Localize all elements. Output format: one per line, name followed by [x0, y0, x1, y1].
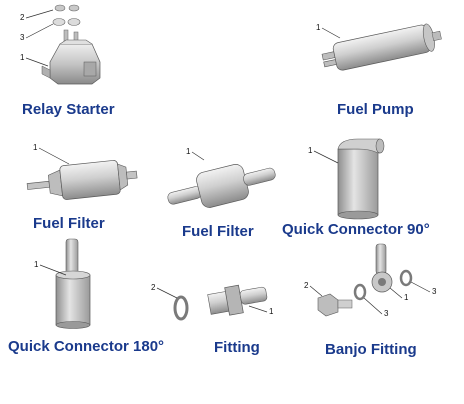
relay-washer-2: [67, 18, 81, 26]
relay-starter-caption: Relay Starter: [22, 101, 115, 118]
banjo-callout-3b: 3: [432, 287, 437, 296]
banjo-callout-1: 1: [404, 293, 409, 302]
fuel-filter-1-panel: 1: [15, 140, 140, 212]
relay-washer-1: [52, 18, 66, 26]
banjo-washer-1: [353, 283, 367, 301]
fuel-filter-2-drawing: 1: [167, 147, 276, 208]
fuel-pump-caption: Fuel Pump: [337, 101, 414, 118]
fuel-filter-2-panel: 1: [160, 140, 280, 215]
callout-2: 2: [20, 13, 25, 22]
fuel-pump-panel: 1: [300, 10, 450, 85]
fitting-washer: [173, 295, 189, 321]
fuel-pump-body: [332, 24, 432, 71]
qc90-body: [337, 148, 379, 216]
qc90-drawing: 1: [308, 138, 385, 220]
fuel-pump-drawing: 1: [316, 23, 442, 71]
qc180-drawing: 1: [34, 238, 91, 329]
fuel-filter-2-caption: Fuel Filter: [182, 223, 254, 240]
fuel-filter-2-callout-1: 1: [186, 147, 191, 156]
banjo-bolt: [317, 293, 339, 317]
relay-starter-panel: 2 3 1: [0, 0, 150, 100]
relay-nut-1: [54, 4, 66, 12]
fuel-filter-1-body: [59, 160, 121, 200]
qc90-panel: 1: [300, 135, 400, 220]
callout-1: 1: [20, 53, 25, 62]
qc90-callout-1: 1: [308, 146, 313, 155]
fitting-callout-2: 2: [151, 283, 156, 292]
relay-starter-drawing: 2 3 1: [20, 4, 101, 85]
relay-nut-2: [68, 4, 80, 12]
fuel-filter-2-body: [196, 164, 249, 208]
fitting-drawing: 2 1: [151, 283, 274, 321]
fuel-filter-1-caption: Fuel Filter: [33, 215, 105, 232]
callout-3: 3: [20, 33, 25, 42]
fuel-pump-callout-1: 1: [316, 23, 321, 32]
banjo-caption: Banjo Fitting: [325, 341, 417, 358]
qc180-panel: 1: [30, 235, 110, 330]
banjo-washer-2: [399, 269, 413, 287]
fuel-filter-1-callout-1: 1: [33, 143, 38, 152]
fitting-panel: 2 1: [145, 270, 285, 330]
qc180-callout-1: 1: [34, 260, 39, 269]
qc90-caption: Quick Connector 90°: [282, 221, 430, 238]
banjo-callout-2: 2: [304, 281, 309, 290]
banjo-drawing: 2 3 3 1: [304, 243, 437, 318]
fitting-callout-1: 1: [269, 307, 274, 316]
banjo-panel: 2 3 3 1: [300, 240, 450, 330]
fuel-filter-1-drawing: 1: [26, 143, 138, 200]
fitting-caption: Fitting: [214, 339, 260, 356]
qc180-body: [55, 274, 91, 326]
banjo-callout-3a: 3: [384, 309, 389, 318]
qc180-caption: Quick Connector 180°: [8, 338, 165, 355]
